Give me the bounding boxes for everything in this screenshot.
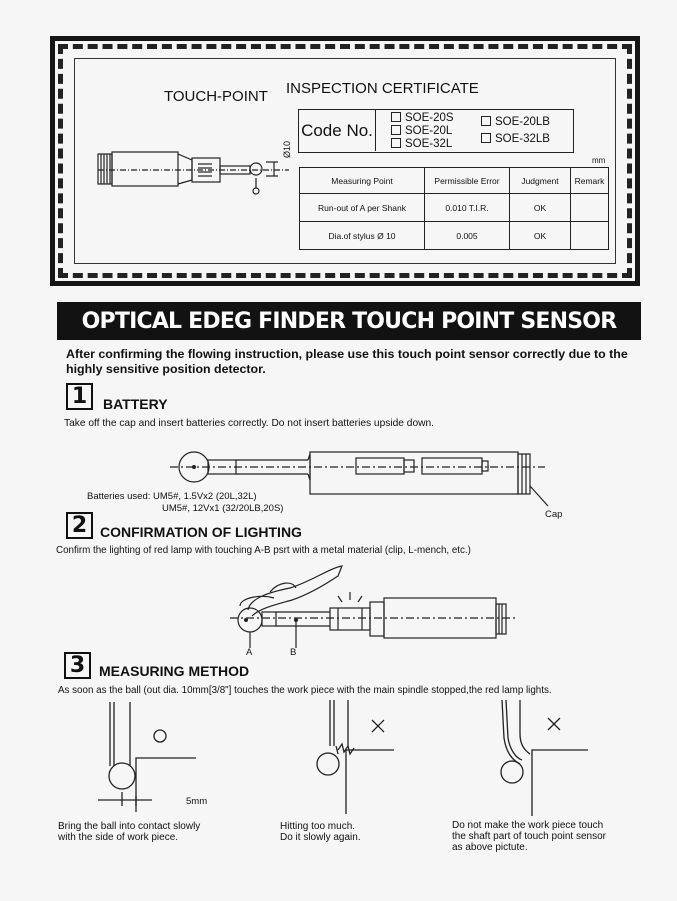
code-option: SOE-32LB [481, 133, 550, 145]
diameter-label: Ø10 [282, 140, 292, 158]
intro-text: After confirming the flowing instruction… [66, 347, 628, 376]
certificate-outer-border [50, 36, 640, 286]
table-cell: Dia.of stylus Ø 10 [299, 221, 425, 250]
code-option: SOE-20LB [481, 116, 550, 128]
code-option: SOE-20L [391, 125, 452, 137]
caption-shaft-touch: Do not make the work piece touch the sha… [452, 820, 606, 853]
checkbox-icon [391, 112, 401, 122]
inspection-certificate [74, 58, 616, 264]
checkbox-icon [391, 125, 401, 135]
checkbox-icon [481, 133, 491, 143]
table-cell: 0.005 [424, 221, 510, 250]
point-a-label: A [246, 647, 253, 658]
section-heading-lighting: CONFIRMATION OF LIGHTING [100, 524, 302, 540]
table-header-row: Measuring Point Permissible Error Judgme… [299, 167, 609, 194]
code-option: SOE-32L [391, 138, 452, 150]
section-number-3: 3 [64, 652, 91, 679]
inspection-table: Measuring Point Permissible Error Judgme… [299, 167, 609, 250]
lighting-instruction: Confirm the lighting of red lamp with to… [56, 545, 471, 556]
table-row: Run-out of A per Shank 0.010 T.I.R. OK [299, 193, 609, 222]
table-header: Remark [570, 167, 609, 194]
caption-correct: Bring the ball into contact slowly with … [58, 821, 201, 843]
measuring-instruction: As soon as the ball (out dia. 10mm[3/8"]… [58, 685, 552, 696]
table-cell: OK [509, 221, 571, 250]
cap-label: Cap [545, 509, 563, 520]
table-header: Permissible Error [424, 167, 510, 194]
checkbox-icon [481, 116, 491, 126]
correct-contact-diagram [98, 702, 196, 812]
table-row: Dia.of stylus Ø 10 0.005 OK [299, 221, 609, 250]
dimension-label: 5mm [186, 796, 208, 807]
table-cell: 0.010 T.I.R. [424, 193, 510, 222]
batteries-used-2: UM5#, 12Vx1 (32/20LB,20S) [162, 503, 284, 514]
touch-point-probe-drawing [97, 151, 289, 195]
table-cell: Run-out of A per Shank [299, 193, 425, 222]
unit-label: mm [592, 156, 606, 165]
code-label: Code No. [299, 110, 376, 151]
lighting-diagram [230, 565, 515, 648]
battery-diagram [170, 451, 549, 507]
battery-instruction: Take off the cap and insert batteries co… [64, 418, 434, 429]
section-heading-battery: BATTERY [103, 396, 168, 412]
table-header: Judgment [509, 167, 571, 194]
section-heading-measuring: MEASURING METHOD [99, 663, 250, 679]
table-cell [570, 193, 609, 222]
code-number-box: Code No. SOE-20S SOE-20L SOE-32L SOE-20L… [298, 109, 574, 153]
certificate-title: INSPECTION CERTIFICATE [286, 80, 479, 97]
certificate-decorative-border [58, 44, 632, 278]
point-b-label: B [290, 647, 297, 658]
title-banner [57, 302, 641, 340]
checkbox-icon [391, 138, 401, 148]
table-cell [570, 221, 609, 250]
code-option: SOE-20S [391, 112, 454, 124]
caption-too-much: Hitting too much. Do it slowly again. [280, 821, 361, 843]
batteries-used-1: Batteries used: UM5#, 1.5Vx2 (20L,32L) [87, 491, 257, 502]
product-label: TOUCH-POINT [164, 88, 268, 105]
section-number-1: 1 [66, 383, 93, 410]
shaft-touch-diagram [500, 699, 588, 816]
section-number-2: 2 [66, 512, 93, 539]
hitting-too-much-diagram [316, 700, 394, 814]
banner-title: OPTICAL EDEG FINDER TOUCH POINT SENSOR [81, 308, 617, 334]
table-header: Measuring Point [299, 167, 425, 194]
table-cell: OK [509, 193, 571, 222]
